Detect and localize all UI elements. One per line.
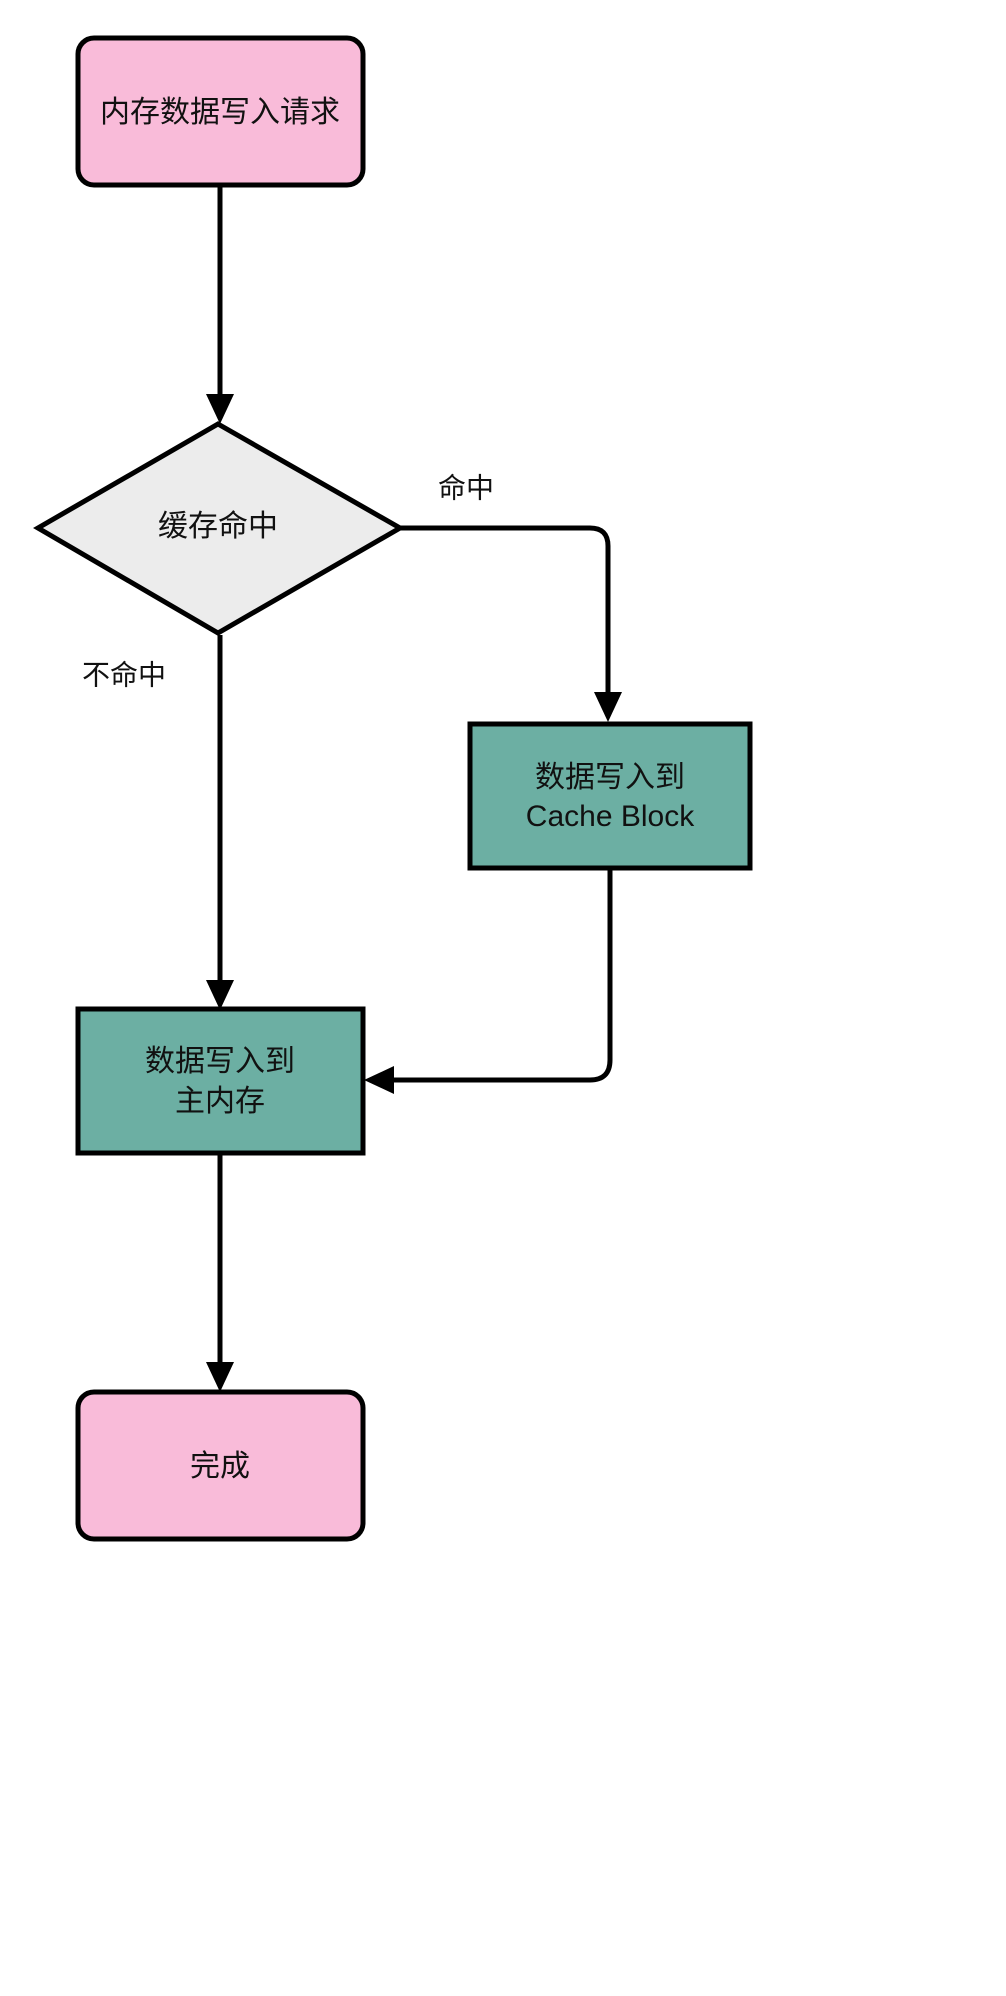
edge-start-to-decision — [206, 185, 234, 424]
node-end-label: 完成 — [190, 1450, 250, 1483]
node-write-memory[interactable]: 数据写入到 主内存 — [75, 1006, 366, 1156]
node-decision[interactable]: 缓存命中 — [33, 421, 406, 636]
edge-decision-to-write-cache: 命中 — [400, 472, 622, 722]
node-start[interactable]: 内存数据写入请求 — [75, 35, 366, 188]
edge-line — [400, 525, 611, 700]
node-end-shape[interactable] — [75, 1389, 366, 1542]
node-decision-shape[interactable] — [33, 421, 406, 636]
edge-decision-to-write-memory: 不命中 — [82, 635, 234, 1010]
arrow-head-icon — [206, 980, 234, 1010]
arrow-head-icon — [206, 1362, 234, 1392]
arrow-head-icon — [206, 394, 234, 424]
edge-label-miss: 不命中 — [82, 659, 166, 690]
node-end[interactable]: 完成 — [75, 1389, 366, 1542]
node-start-label: 内存数据写入请求 — [100, 96, 340, 129]
edge-write-memory-to-end — [206, 1152, 234, 1392]
edge-line — [386, 868, 613, 1083]
node-write-memory-shape[interactable] — [75, 1006, 366, 1156]
node-write-cache-label-line2: Cache Block — [526, 800, 695, 833]
node-write-cache[interactable]: 数据写入到 Cache Block — [467, 721, 753, 871]
edge-label-hit: 命中 — [438, 472, 494, 503]
node-write-cache-shape[interactable] — [467, 721, 753, 871]
edge-write-cache-to-write-memory — [364, 868, 613, 1094]
node-write-memory-label-line1: 数据写入到 — [145, 1045, 295, 1078]
arrow-head-icon — [364, 1066, 394, 1094]
node-write-memory-label-line2: 主内存 — [175, 1085, 265, 1118]
node-decision-label: 缓存命中 — [158, 510, 278, 543]
arrow-head-icon — [594, 692, 622, 722]
node-write-cache-label-line1: 数据写入到 — [535, 761, 685, 794]
node-start-shape[interactable] — [75, 35, 366, 188]
